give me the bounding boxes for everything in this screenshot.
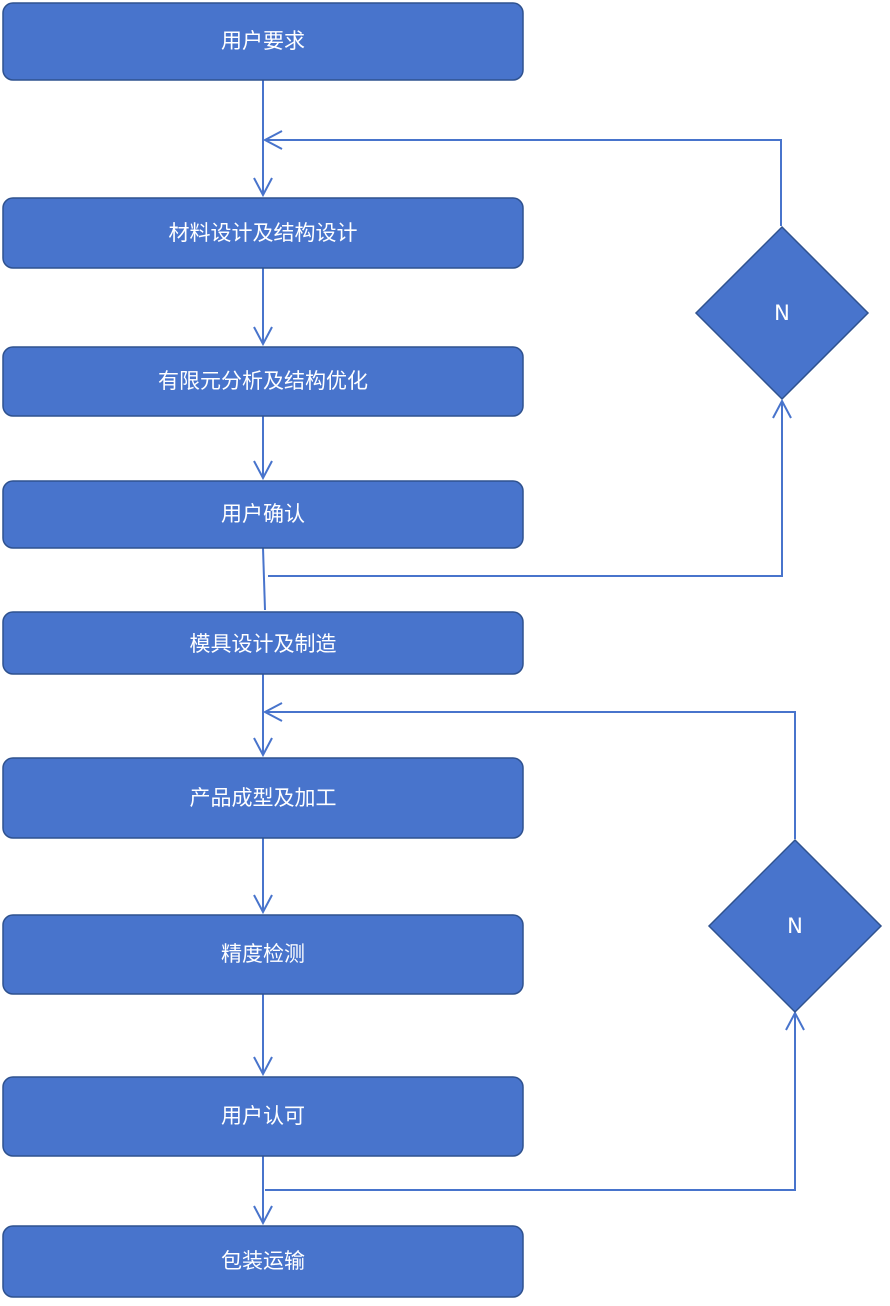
edge-d2-s6 [265,711,796,839]
arrowhead-s3 [253,326,273,347]
step-label: 用户确认 [221,502,305,526]
step-product-forming[interactable]: 产品成型及加工 [2,757,524,839]
decision-1[interactable]: N [694,225,870,401]
step-fea-optimization[interactable]: 有限元分析及结构优化 [2,346,524,417]
arrowhead-s7 [253,894,273,915]
arrowhead-loop2 [262,702,283,722]
step-precision-inspection[interactable]: 精度检测 [2,914,524,995]
edge-s4-s5 [262,547,266,611]
edge-s4-d1 [268,401,783,577]
edge-d1-s2 [265,139,782,226]
step-mold-design[interactable]: 模具设计及制造 [2,611,524,675]
step-label: 产品成型及加工 [190,786,337,810]
arrowhead-d1 [772,398,792,419]
decision-label: N [787,914,803,938]
arrowhead-s8 [253,1056,273,1077]
step-label: 用户要求 [221,29,305,53]
step-label: 用户认可 [221,1104,305,1128]
decision-2[interactable]: N [707,838,883,1014]
step-packaging-shipping[interactable]: 包装运输 [2,1225,524,1298]
arrowhead-s4 [253,460,273,481]
step-user-confirmation[interactable]: 用户确认 [2,480,524,549]
arrowhead-s6 [253,737,273,758]
step-user-approval[interactable]: 用户认可 [2,1076,524,1157]
step-label: 材料设计及结构设计 [169,221,358,245]
arrowhead-s2 [253,177,273,198]
step-label: 模具设计及制造 [190,632,337,656]
step-user-requirement[interactable]: 用户要求 [2,2,524,81]
step-label: 包装运输 [221,1249,305,1273]
arrowhead-s9 [253,1205,273,1226]
connectors [253,80,805,1226]
step-material-structure-design[interactable]: 材料设计及结构设计 [2,197,524,269]
step-label: 有限元分析及结构优化 [158,369,368,393]
decision-label: N [774,301,790,325]
arrowhead-loop1 [262,130,283,150]
edge-s8-d2 [265,1013,796,1191]
step-label: 精度检测 [221,942,305,966]
